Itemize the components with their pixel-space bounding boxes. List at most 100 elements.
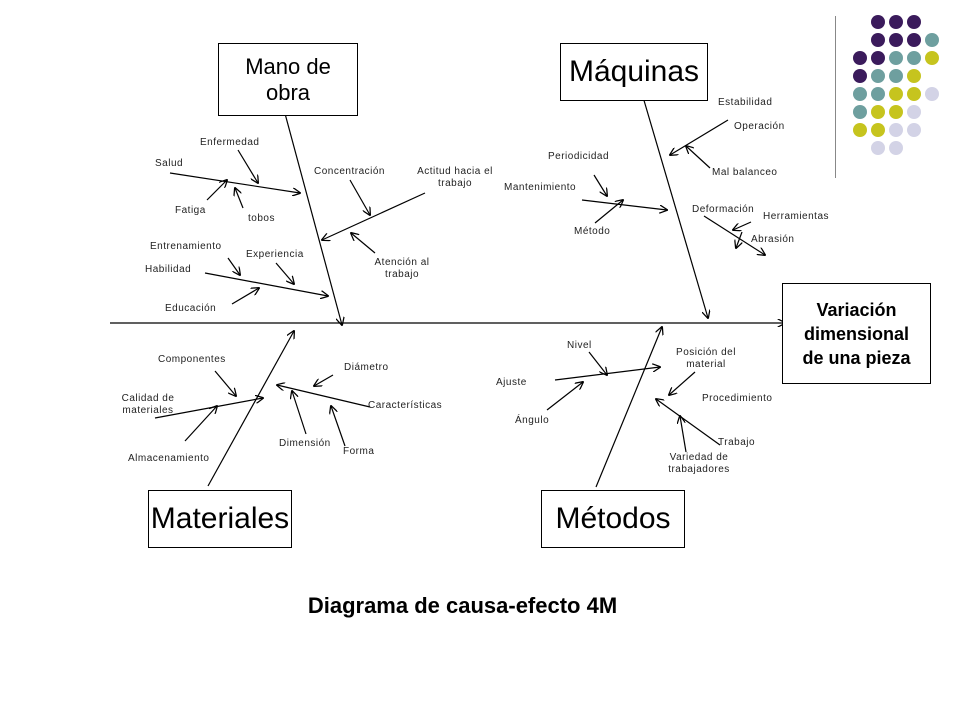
cause-actitud-line1: Actitud hacia el	[417, 166, 493, 177]
bone-metodos-arrow	[595, 327, 662, 488]
sub-tobos-arrow	[235, 188, 244, 209]
decorative-dot	[925, 51, 939, 65]
decorative-dot	[889, 69, 903, 83]
sub-angulo-arrow	[546, 382, 583, 411]
cause-diametro: Diámetro	[344, 362, 389, 373]
cause-posicion-line1: Posición del	[676, 347, 736, 358]
cause-metodo: Método	[574, 226, 611, 237]
decorative-dot	[871, 33, 885, 47]
decorative-dot	[871, 123, 885, 137]
decorative-dot	[853, 123, 867, 137]
decorative-dot	[907, 15, 921, 29]
decorative-dot	[889, 87, 903, 101]
cause-concentracion: Concentración	[314, 166, 385, 177]
decorative-dot	[871, 141, 885, 155]
cause-dimension: Dimensión	[279, 438, 331, 449]
sub-concentracion-arrow	[349, 179, 370, 215]
cause-experiencia: Experiencia	[246, 249, 304, 260]
decorative-dot	[925, 87, 939, 101]
decorative-dot	[907, 51, 921, 65]
sub-enfermedad-arrow	[237, 149, 258, 183]
decorative-dot	[907, 105, 921, 119]
sub-metodo-arrow	[594, 200, 623, 224]
sub-deformacion-arrow	[703, 215, 765, 255]
category-metodos-label: Métodos	[555, 502, 671, 535]
cause-atencion-line2: trabajo	[384, 269, 420, 280]
cause-deformacion: Deformación	[692, 204, 755, 215]
sub-estabilidad-arrow	[670, 119, 729, 155]
cause-salud: Salud	[155, 158, 184, 169]
decorative-dot	[889, 105, 903, 119]
cause-variedad-line2: trabajadores	[668, 464, 730, 475]
cause-calidad-line2: materiales	[122, 405, 174, 416]
cause-entrenamiento: Entrenamiento	[150, 241, 222, 252]
decorative-dot	[871, 105, 885, 119]
decorative-dot	[889, 51, 903, 65]
sub-diametro-arrow	[314, 374, 334, 386]
sub-habilidad-arrow	[204, 272, 328, 296]
effect-line3: de una pieza	[802, 347, 911, 368]
sub-salud-arrow	[169, 172, 300, 193]
sub-nivel-arrow	[588, 351, 607, 375]
cause-nivel: Nivel	[567, 340, 592, 351]
diagram-title: Diagrama de causa-efecto 4M	[307, 593, 618, 618]
cause-fatiga: Fatiga	[175, 205, 206, 216]
cause-calidad-line1: Calidad de	[121, 393, 175, 404]
decorative-dot	[871, 87, 885, 101]
decorative-dot	[853, 105, 867, 119]
effect-line1: Variación	[816, 299, 897, 320]
decorative-dot	[889, 141, 903, 155]
cause-ajuste: Ajuste	[496, 377, 527, 388]
cause-educacion: Educación	[165, 303, 217, 314]
sub-abrasion-arrow	[736, 231, 742, 248]
cause-tobos: tobos	[248, 213, 275, 224]
cause-herramientas: Herramientas	[763, 211, 830, 222]
decorative-dot	[853, 87, 867, 101]
decorative-dot	[871, 15, 885, 29]
bone-mano-de-obra-arrow	[279, 94, 342, 325]
sub-educacion-arrow	[231, 288, 259, 305]
cause-mantenimiento: Mantenimiento	[504, 182, 577, 193]
category-maquinas-label: Máquinas	[568, 55, 700, 88]
sub-caracteristicas-arrow	[277, 385, 371, 408]
cause-estabilidad: Estabilidad	[718, 97, 773, 108]
sub-posicion-arrow	[669, 371, 696, 395]
sub-forma-arrow	[331, 406, 346, 447]
decorative-dot	[907, 123, 921, 137]
category-maquinas: Máquinas	[560, 43, 708, 101]
sub-herramientas-arrow	[733, 221, 752, 230]
cause-trabajo: Trabajo	[718, 437, 756, 448]
effect-box: Variación dimensional de una pieza	[782, 283, 931, 384]
cause-mal-balanceo: Mal balanceo	[712, 167, 778, 178]
sub-variedad-arrow	[680, 416, 687, 453]
sub-mantenimiento-arrow	[581, 199, 667, 210]
sub-ajuste-arrow	[554, 367, 660, 381]
cause-habilidad: Habilidad	[145, 264, 192, 275]
effect-line2: dimensional	[803, 323, 910, 344]
cause-enfermedad: Enfermedad	[200, 137, 260, 148]
sub-componentes-arrow	[214, 370, 236, 396]
cause-procedimiento: Procedimiento	[702, 393, 773, 404]
sub-procedimiento-arrow	[656, 399, 721, 446]
decorative-divider	[835, 16, 836, 178]
decorative-dot	[907, 69, 921, 83]
decorative-dot	[907, 87, 921, 101]
cause-almacenamiento: Almacenamiento	[128, 453, 210, 464]
sub-atencion-arrow	[351, 233, 376, 254]
cause-posicion-line2: material	[686, 359, 726, 370]
category-mano-de-obra-line2: obra	[265, 79, 311, 105]
cause-caracteristicas: Características	[368, 400, 443, 411]
cause-operacion: Operación	[734, 121, 785, 132]
cause-componentes: Componentes	[158, 354, 226, 365]
category-materiales-label: Materiales	[150, 502, 290, 535]
bone-materiales-arrow	[207, 331, 294, 487]
category-materiales: Materiales	[148, 490, 292, 548]
decorative-dot	[889, 15, 903, 29]
cause-actitud-line2: trabajo	[437, 178, 473, 189]
category-mano-de-obra-line1: Mano de	[245, 53, 331, 79]
category-metodos: Métodos	[541, 490, 685, 548]
sub-almacenamiento-arrow	[184, 406, 217, 442]
decorative-dot	[907, 33, 921, 47]
sub-actitud-arrow	[322, 192, 426, 240]
